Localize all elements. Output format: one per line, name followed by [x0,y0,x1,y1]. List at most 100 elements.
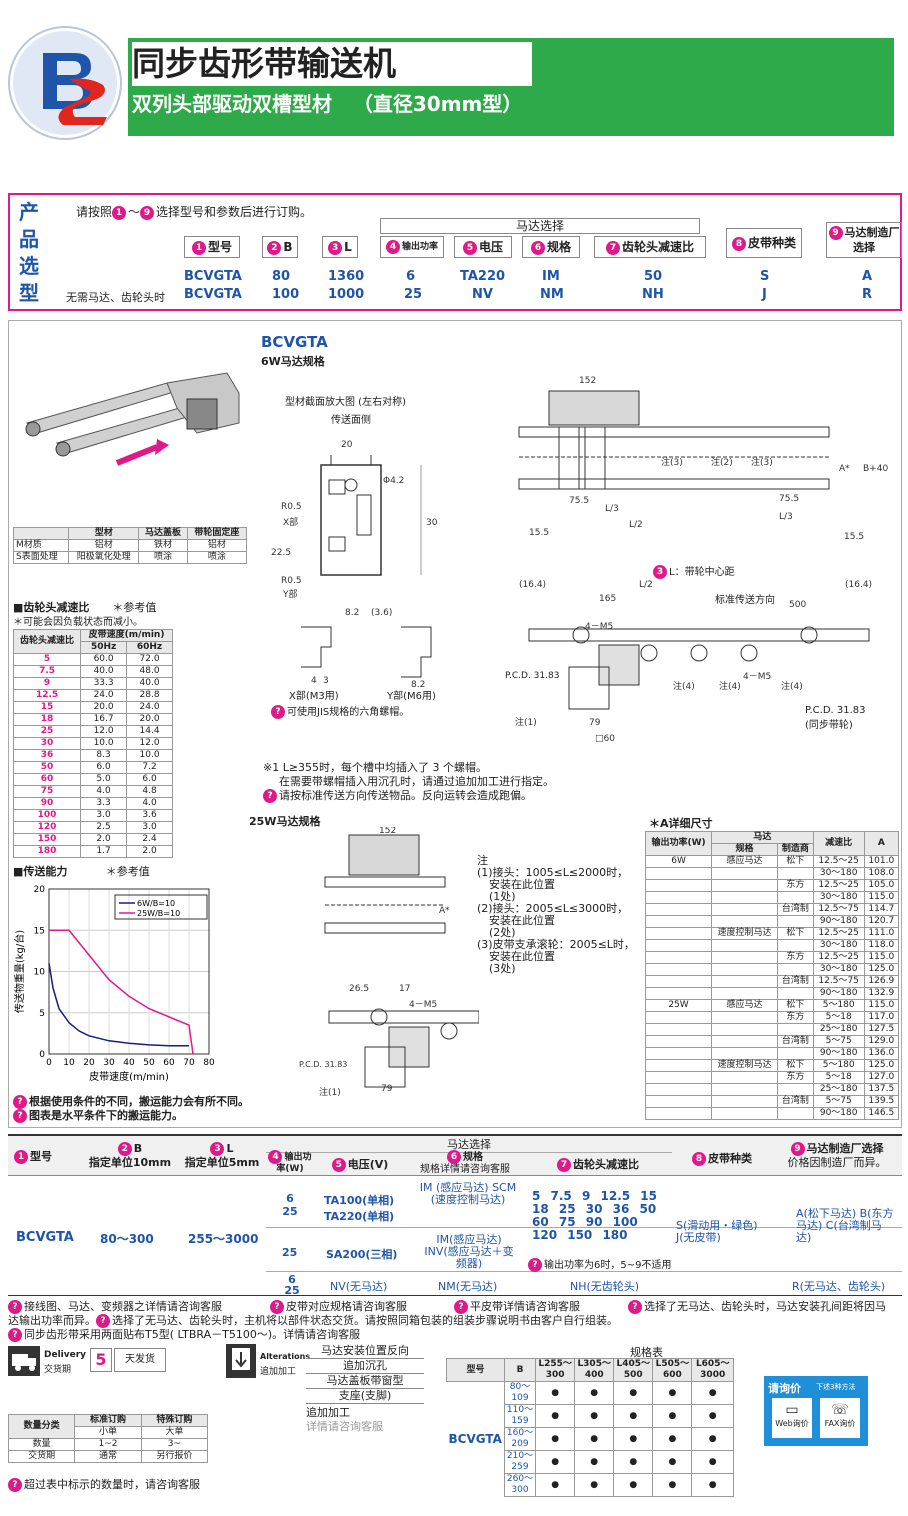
fax-inquiry-button[interactable]: ☏FAX询价 [820,1398,860,1438]
series-line [48,963,189,1047]
spec-maker: A(松下马达) B(东方马达) C(台湾制马达) [796,1207,894,1244]
plot-frame [48,888,210,1055]
val-voltage: NV [472,287,493,302]
svg-text:3: 3 [323,676,329,686]
spec-ratio-3: NH(无齿轮头) [570,1280,640,1293]
val-ratio: 50 [644,269,663,284]
subtitle-main: 双列头部驱动双槽型材 [132,92,332,116]
delivery-days-label: 天发货 [114,1348,166,1372]
note-25w-line: 安装在此位置 [489,878,555,891]
x-tick-label: 60 [163,1058,175,1068]
alterations-box: Alterations 追加加工 马达安装位置反向 追加沉孔 马达盖板带窗型 支… [226,1344,426,1444]
y-tick-label: 20 [34,885,46,895]
delivery-label-cn: 交货期 [44,1365,72,1375]
svg-text:165: 165 [599,594,616,604]
spec-6w-title: 6W马达规格 [261,355,325,368]
val-belt: J [762,287,767,302]
note-25w-line: (3处) [489,962,516,975]
note-25w-line: (1处) [489,890,516,903]
available-dot: ● [535,1427,576,1451]
instr-pre: 请按照 [76,205,113,219]
available-dot: ● [574,1404,615,1428]
num-badge: 1 [112,205,127,220]
spec-motor-select: 马达选择 [266,1136,672,1153]
svg-text:R0.5: R0.5 [281,502,302,512]
x-tick-label: 40 [123,1058,135,1068]
svg-text:17: 17 [399,984,410,994]
svg-text:79: 79 [381,1084,393,1094]
side-char: 品 [19,227,39,251]
legend-label: 6W/B=10 [137,899,175,908]
price-title: 请询价 [768,1382,801,1395]
svg-text:4－M5: 4－M5 [409,1000,437,1010]
alt-item: 追加沉孔 [306,1359,424,1374]
svg-text:注(1): 注(1) [515,716,537,728]
spec-avail-row: 80～109●●●●● [447,1381,734,1405]
footer-note-6: ?同步齿形带采用两面贴布T5型( LTBRA－T5100～)。详情请咨询客服 [8,1328,360,1342]
spec-type-2: IM(感应马达) INV(感应马达＋变频器) [424,1233,514,1270]
side-char: 产 [19,200,39,224]
svg-text:15.5: 15.5 [529,528,549,538]
val-b: 80 [272,269,291,284]
delivery-label: Delivery [44,1350,87,1360]
svg-text:L/3: L/3 [779,512,793,522]
pcd-label: P.C.D. 31.83 [505,671,560,681]
conveyor-illustration [25,372,240,466]
available-dot: ● [574,1427,615,1451]
order-row-2-label: 无需马达、齿轮头时 [66,291,165,304]
available-dot: ● [691,1450,734,1474]
val-spec: NM [540,287,564,302]
svg-text:L/2: L/2 [639,580,653,590]
x-tick-label: 20 [83,1058,95,1068]
side-char: 选 [19,254,39,278]
spec-b: 80～300 [100,1232,154,1246]
top-view-drawing: 152 注(3) 注(2) 注(3) 75.5 L/3 L/2 75.5 L/3… [518,376,888,541]
available-dot: ● [574,1450,615,1474]
product-image [17,363,247,473]
note-25w-line: 注 [477,854,488,867]
x-tick-label: 30 [103,1058,115,1068]
spec-model: BCVGTA [16,1230,74,1245]
pcd-label-right: P.C.D. 31.83(同步带轮) [805,705,866,731]
x-tick-label: 50 [143,1058,155,1068]
jis-note: ?可使用JIS规格的六角螺帽。 [271,703,409,719]
capacity-note-1: ?根据使用条件的不同，搬运能力会有所不同。 [13,1093,249,1109]
spec-voltage-1: TA100(单相) TA220(单相) [324,1194,395,1223]
alt-item: 马达安装位置反向 [306,1344,424,1359]
svg-text:L/2: L/2 [629,520,643,530]
svg-text:75.5: 75.5 [779,494,799,504]
svg-text:30: 30 [426,518,438,528]
footer-note-5: 达输出功率而异。?选择了无马达、齿轮头时，主机将以部件状态交货。请按照同箱包装的… [8,1314,618,1328]
profile-section-drawing: 30 20 Φ4.2 R0.5 X部 R0.5 Y部 8.2 (3.6) 22.… [271,440,438,618]
available-dot: ● [535,1381,576,1405]
side-char: 型 [19,281,39,305]
spec-ratio-note: ?输出功率为6时，5~9不适用 [528,1256,671,1272]
footer-note-3: ?平皮带详情请咨询客服 [454,1300,580,1314]
svg-text:(3.6): (3.6) [371,608,392,618]
web-inquiry-button[interactable]: ▭Web询价 [772,1398,812,1438]
svg-text:4: 4 [311,676,317,686]
